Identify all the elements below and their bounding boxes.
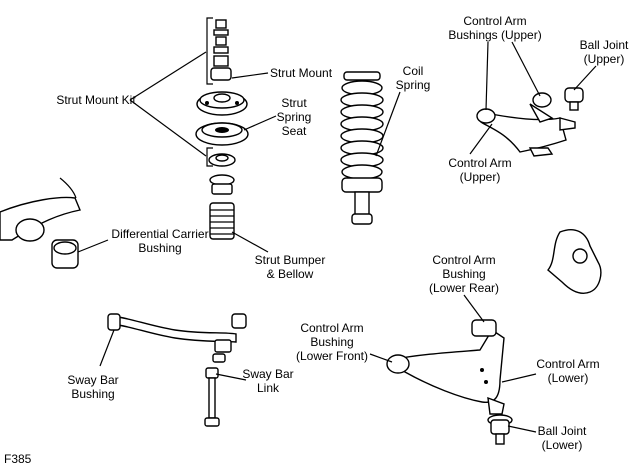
label-sway-bar-bushing: Sway Bar Bushing bbox=[67, 373, 119, 401]
label-control-arm-bushing-lower-front: Control Arm Bushing (Lower Front) bbox=[295, 321, 369, 363]
steering-knuckle-part bbox=[547, 228, 602, 294]
kit-bracket-lower bbox=[206, 147, 213, 167]
sway-bar-link-part bbox=[204, 367, 220, 427]
label-strut-bumper-bellow: Strut Bumper & Bellow bbox=[254, 253, 326, 281]
label-coil-spring: Coil Spring bbox=[395, 64, 431, 92]
strut-insulator bbox=[213, 55, 229, 67]
label-control-arm-lower: Control Arm (Lower) bbox=[536, 357, 600, 385]
strut-bushing-top bbox=[210, 67, 232, 81]
label-sway-bar-link: Sway Bar Link bbox=[242, 367, 294, 395]
differential-carrier-part bbox=[0, 177, 81, 269]
label-ball-joint-upper: Ball Joint (Upper) bbox=[579, 38, 629, 66]
strut-mount-kit-hardware bbox=[210, 19, 232, 81]
label-strut-mount: Strut Mount bbox=[270, 66, 333, 80]
label-control-arm-upper: Control Arm (Upper) bbox=[448, 156, 512, 184]
coil-spring-part bbox=[340, 71, 384, 225]
sway-bar-part bbox=[107, 313, 247, 363]
ball-joint-lower-part bbox=[487, 414, 513, 445]
label-control-arm-bushing-lower-rear: Control Arm Bushing (Lower Rear) bbox=[428, 253, 500, 295]
strut-washer bbox=[213, 29, 229, 36]
label-strut-mount-kit: Strut Mount Kit bbox=[56, 93, 136, 107]
strut-nut bbox=[215, 19, 227, 29]
strut-bumper-bellow-part bbox=[209, 174, 235, 240]
kit-bracket-upper bbox=[206, 17, 213, 85]
label-control-arm-bushings-upper: Control Arm Bushings (Upper) bbox=[448, 14, 542, 42]
strut-spring-seat-part bbox=[195, 122, 249, 146]
strut-mount-part bbox=[196, 91, 248, 116]
label-strut-spring-seat: Strut Spring Seat bbox=[276, 96, 312, 138]
upper-control-arm-part bbox=[476, 87, 584, 157]
leader-lines bbox=[77, 41, 597, 433]
label-differential-carrier-bushing: Differential Carrier Bushing bbox=[111, 227, 209, 255]
label-ball-joint-lower: Ball Joint (Lower) bbox=[537, 424, 587, 452]
strut-lower-washer bbox=[208, 153, 236, 167]
strut-washer-2 bbox=[213, 46, 229, 54]
strut-nut-2 bbox=[215, 36, 227, 46]
figure-code: F385 bbox=[4, 452, 32, 466]
lower-control-arm-part bbox=[386, 319, 505, 415]
